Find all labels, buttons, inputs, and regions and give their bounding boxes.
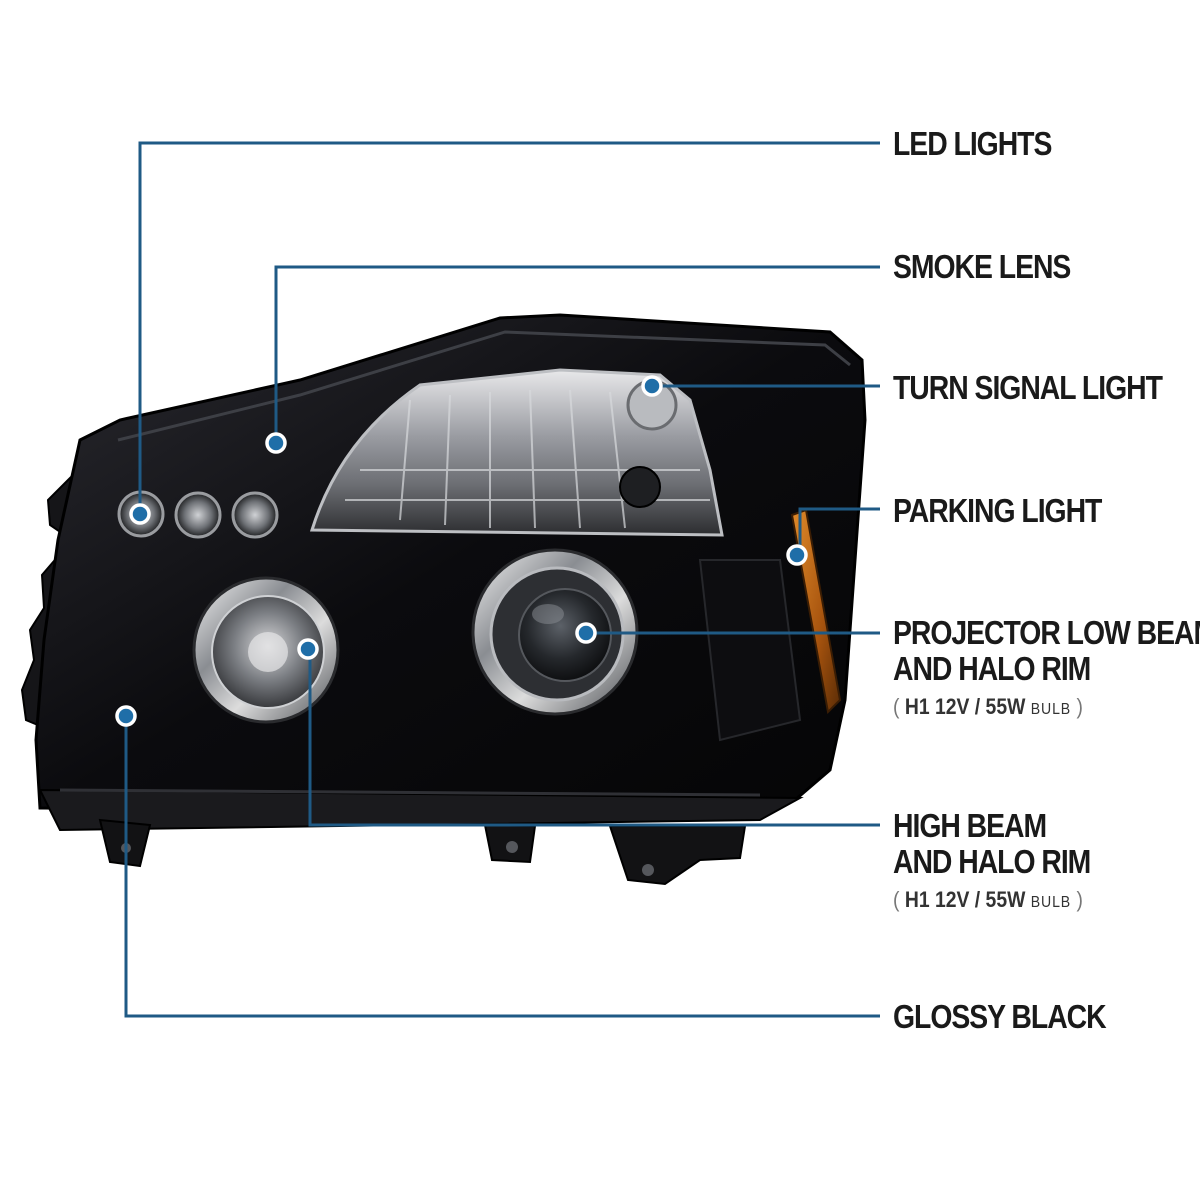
label-led-lights: LED LIGHTS — [893, 125, 1052, 162]
marker-dot-glossy-black — [115, 705, 137, 727]
headlight-illustration — [20, 313, 867, 886]
marker-dot-turn-signal-light — [641, 375, 663, 397]
spec-projector-low-beam: ( H1 12V / 55W BULB ) — [893, 694, 1083, 719]
projector-assembly — [471, 548, 639, 716]
label-turn-signal-light: TURN SIGNAL LIGHT — [893, 369, 1163, 406]
leader-line-smoke-lens — [274, 265, 880, 443]
housing-top-rim — [117, 330, 851, 442]
leader-line-glossy-black — [124, 716, 880, 1018]
turn-signal-reflector — [309, 368, 724, 537]
label-high-beam-line2: AND HALO RIM — [893, 843, 1091, 880]
label-projector-low-beam-line2: AND HALO RIM — [893, 650, 1091, 687]
leader-line-led-lights — [138, 141, 880, 510]
marker-dot-high-beam — [297, 638, 319, 660]
mount-tab-right — [608, 825, 747, 886]
leader-lines — [124, 141, 880, 1018]
label-projector-low-beam-line1: PROJECTOR LOW BEAM — [893, 614, 1200, 651]
label-high-beam-line1: HIGH BEAM — [893, 807, 1047, 844]
label-glossy-black: GLOSSY BLACK — [893, 998, 1107, 1035]
label-smoke-lens: SMOKE LENS — [893, 248, 1071, 285]
callout-markers — [115, 375, 808, 727]
leader-line-parking-light — [798, 507, 880, 555]
marker-dot-projector-low-beam — [575, 622, 597, 644]
housing-bottom-ledge — [38, 788, 804, 832]
marker-dot-parking-light — [786, 544, 808, 566]
leader-line-high-beam — [308, 650, 880, 827]
marker-dot-smoke-lens — [265, 432, 287, 454]
spec-high-beam: ( H1 12V / 55W BULB ) — [893, 887, 1083, 912]
marker-dot-led-lights — [129, 503, 151, 525]
high-beam-assembly — [192, 576, 340, 724]
label-parking-light: PARKING LIGHT — [893, 492, 1102, 529]
